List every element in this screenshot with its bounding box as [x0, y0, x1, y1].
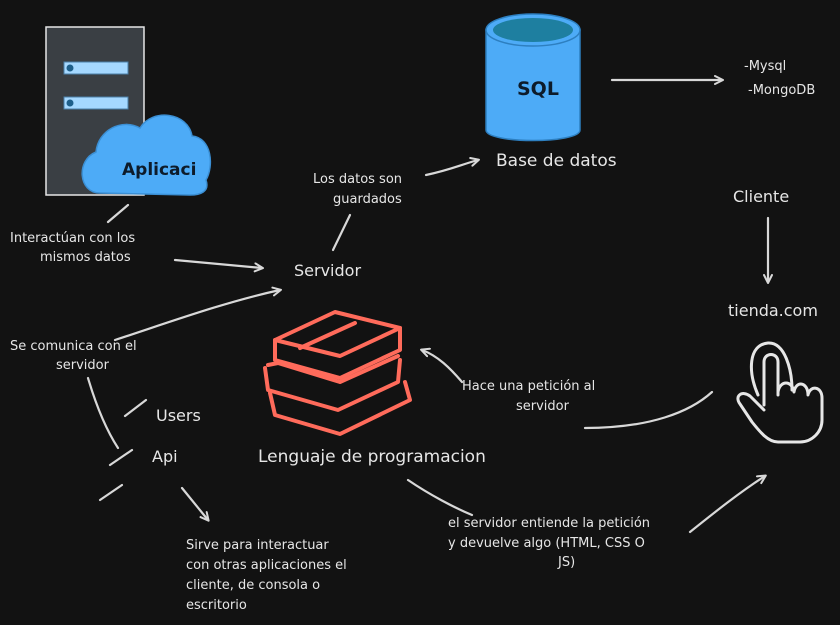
- arrow-interact-server: [173, 258, 264, 273]
- cloud-label: Aplicaci: [122, 160, 196, 180]
- communicate-annotation-1: Se comunica con el: [10, 339, 137, 354]
- db-label: Base de datos: [496, 151, 617, 171]
- client-label: Cliente: [733, 187, 789, 206]
- arrow-to-db: [424, 157, 480, 177]
- line-hand-request: [583, 390, 714, 430]
- pointing-hand-icon: [736, 341, 824, 444]
- arrow-api-usage: [180, 486, 210, 522]
- cloud-icon: Aplicaci: [81, 114, 212, 196]
- database-icon: SQL: [485, 13, 581, 142]
- slash-users: [123, 398, 148, 418]
- interact-annotation-1: Interactúan con los: [10, 231, 135, 246]
- line-server-saved: [331, 213, 352, 252]
- db-option-mongodb: -MongoDB: [748, 83, 815, 98]
- line-communicate-api: [86, 376, 120, 450]
- language-label: Lenguaje de programacion: [258, 447, 486, 467]
- arrow-communicate-server: [113, 286, 282, 342]
- api-annotation-1: Sirve para interactuar: [186, 538, 329, 553]
- slash-api: [108, 448, 134, 467]
- saved-annotation-1: Los datos son: [313, 172, 402, 187]
- connectors: [86, 75, 773, 534]
- api-label: Api: [152, 447, 178, 466]
- store-label: tienda.com: [728, 301, 818, 320]
- line-language-response: [406, 478, 474, 517]
- response-annotation-3: JS): [557, 555, 575, 570]
- communicate-annotation-2: servidor: [56, 358, 110, 373]
- response-annotation-2: y devuelve algo (HTML, CSS O: [448, 536, 645, 551]
- api-annotation-3: cliente, de consola o: [186, 578, 320, 593]
- saved-annotation-2: guardados: [333, 192, 402, 207]
- line-cloud-interact: [106, 203, 130, 224]
- slash-api-bottom: [98, 483, 124, 502]
- request-annotation-2: servidor: [516, 399, 570, 414]
- stacked-books-icon: [263, 310, 412, 436]
- request-annotation-1: Hace una petición al: [462, 379, 595, 394]
- response-annotation-1: el servidor entiende la petición: [448, 516, 650, 531]
- users-label: Users: [156, 406, 201, 425]
- db-option-mysql: -Mysql: [744, 59, 786, 74]
- arrow-response-client: [688, 474, 767, 534]
- server-label: Servidor: [294, 261, 361, 280]
- api-annotation-4: escritorio: [186, 598, 247, 613]
- sql-label: SQL: [517, 78, 559, 100]
- api-annotation-2: con otras aplicaciones el: [186, 558, 347, 573]
- arrow-request-language: [420, 347, 464, 384]
- interact-annotation-2: mismos datos: [40, 250, 131, 265]
